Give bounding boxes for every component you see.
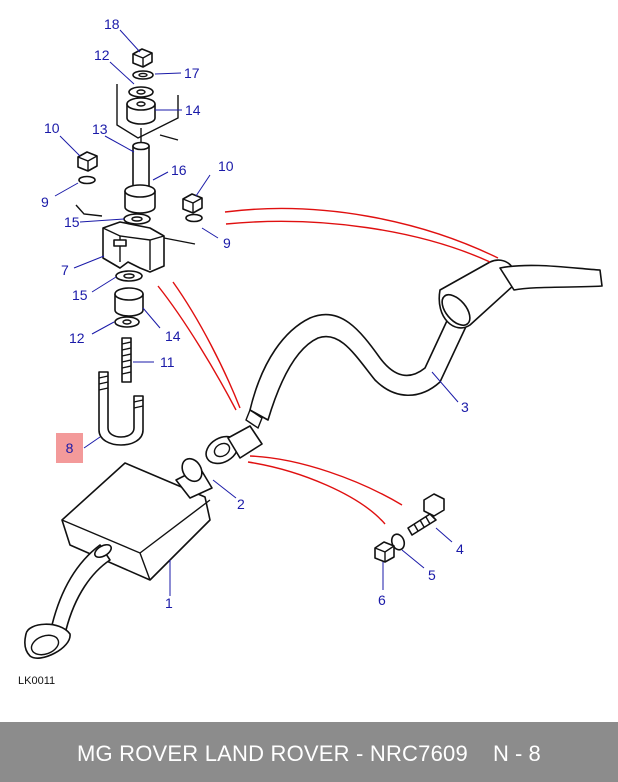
callout-8-highlighted: 8 — [65, 440, 74, 456]
part-10-nut-right — [182, 193, 203, 214]
callout-9: 9 — [41, 194, 49, 210]
part-10-nut-left — [77, 151, 98, 172]
part-3-rear-pipe — [245, 259, 603, 430]
highlighted-part-marker — [56, 433, 83, 463]
part-12-washer-lower — [114, 316, 140, 328]
callout-2: 2 — [237, 496, 245, 512]
footer-title: MG ROVER LAND ROVER - NRC7609 — [77, 741, 468, 766]
upper-mount-assembly — [75, 48, 203, 446]
part-14-bush-lower — [114, 287, 144, 317]
callout-16: 16 — [171, 162, 187, 178]
callout-14: 14 — [185, 102, 201, 118]
part-15-washer-upper — [123, 213, 151, 225]
part-14-bush-upper — [126, 97, 156, 125]
part-5-washer — [390, 533, 406, 551]
part-6-nut — [374, 541, 395, 563]
callout-13: 13 — [92, 121, 108, 137]
footer-bar: MG ROVER LAND ROVER - NRC7609 N - 8 — [0, 722, 618, 782]
part-11-stud — [121, 337, 132, 383]
diagram-reference-code: LK0011 — [18, 675, 56, 687]
part-8-u-bolt — [98, 371, 144, 446]
callout-7: 7 — [61, 262, 69, 278]
leader-lines — [54, 29, 459, 596]
callout-10: 10 — [218, 158, 234, 174]
callout-17: 17 — [184, 65, 200, 81]
part-15-washer-lower — [115, 270, 143, 282]
footer-page-number: N - 8 — [493, 741, 541, 766]
part-13-pin — [132, 128, 150, 191]
callout-12: 12 — [69, 330, 85, 346]
callout-labels: 18 12 17 14 13 10 16 10 9 9 15 7 15 14 1… — [41, 16, 469, 611]
part-9-washer-left — [78, 175, 96, 185]
callout-15: 15 — [72, 287, 88, 303]
part-2-gasket — [181, 425, 263, 483]
part-7-bracket — [75, 204, 196, 273]
part-17-washer — [132, 70, 154, 80]
callout-11: 11 — [160, 354, 175, 370]
part-16-bush — [124, 184, 156, 214]
callout-6: 6 — [378, 592, 386, 608]
callout-12: 12 — [94, 47, 110, 63]
exhaust-parts-diagram: 18 12 17 14 13 10 16 10 9 9 15 7 15 14 1… — [24, 16, 603, 659]
part-1-front-silencer — [24, 462, 213, 659]
callout-1: 1 — [165, 595, 173, 611]
guide-lines — [157, 207, 499, 525]
callout-14: 14 — [165, 328, 181, 344]
part-4-bolt — [407, 493, 445, 536]
callout-4: 4 — [456, 541, 464, 557]
part-9-washer-right — [185, 213, 203, 223]
part-18-nut — [132, 48, 153, 68]
callout-18: 18 — [104, 16, 120, 32]
callout-5: 5 — [428, 567, 436, 583]
callout-15: 15 — [64, 214, 80, 230]
part-12-washer-upper — [128, 86, 154, 98]
callout-9: 9 — [223, 235, 231, 251]
callout-10: 10 — [44, 120, 60, 136]
callout-3: 3 — [461, 399, 469, 415]
